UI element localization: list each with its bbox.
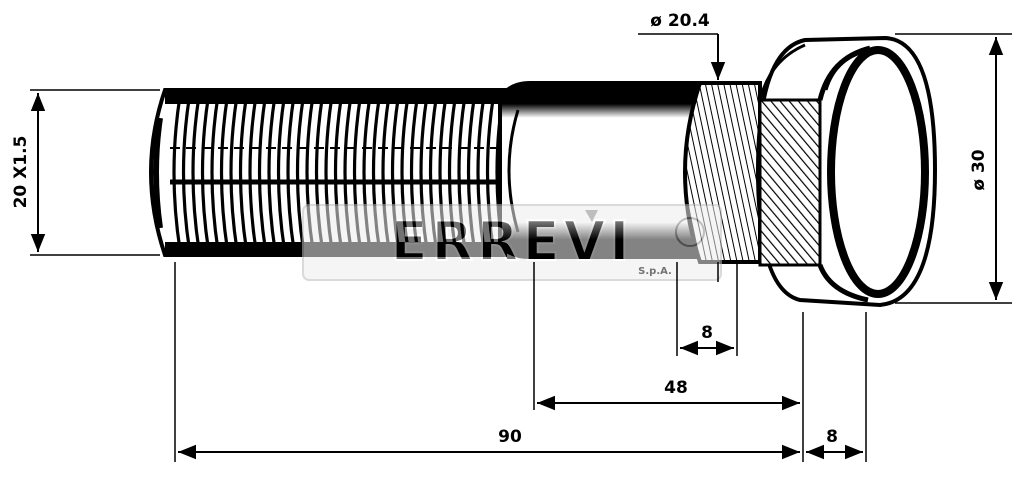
dimension-head-thickness: 8 xyxy=(806,427,863,460)
dimension-shank-length: 48 xyxy=(537,378,800,411)
total-length-label: 90 xyxy=(498,427,522,447)
bolt-head xyxy=(755,35,938,308)
thread-size-label: 20 X1.5 xyxy=(11,136,31,209)
threaded-section xyxy=(149,88,507,257)
watermark-suffix: S.p.A. xyxy=(638,266,672,277)
dimension-total-length: 90 xyxy=(178,427,800,460)
watermark: ERREVI S.p.A. xyxy=(302,204,722,281)
dimension-shank-diameter: ø 20.4 xyxy=(638,11,726,282)
watermark-brand: ERREVI xyxy=(391,210,634,273)
head-diameter-label: ø 30 xyxy=(969,149,989,190)
registered-mark-icon xyxy=(675,217,705,247)
dimension-thread: 20 X1.5 xyxy=(11,89,160,256)
shank-length-label: 48 xyxy=(664,378,688,398)
dimension-head-diameter: ø 30 xyxy=(895,33,1012,304)
knurl-length-label: 8 xyxy=(701,323,713,343)
head-thickness-label: 8 xyxy=(826,427,838,447)
extension-lines xyxy=(174,262,867,462)
watermark-arrow-icon xyxy=(585,210,598,222)
dimension-knurl-length: 8 xyxy=(680,323,734,356)
shank-diameter-label: ø 20.4 xyxy=(650,11,710,31)
